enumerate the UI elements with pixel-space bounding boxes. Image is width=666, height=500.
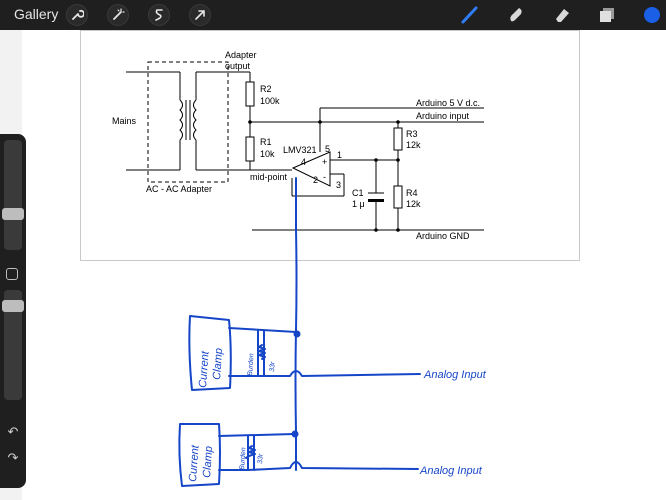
junction-dot <box>318 120 322 124</box>
adapter-output-label-2: output <box>225 61 251 71</box>
minus-label: - <box>323 172 326 182</box>
schematic-wiring <box>126 61 484 231</box>
opacity-thumb[interactable] <box>2 300 24 312</box>
opacity-slider[interactable] <box>2 290 24 400</box>
c1-name: C1 <box>352 188 364 198</box>
junction-dot <box>396 120 400 124</box>
ink-labels: Current Clamp Burden 33r Analog Input Cu… <box>187 348 487 483</box>
junction-dot <box>374 228 378 232</box>
adapter-label: AC - AC Adapter <box>146 184 212 194</box>
r3-value: 12k <box>406 140 421 150</box>
capacitor-plate <box>368 199 384 202</box>
pin5-label: 5 <box>325 144 330 154</box>
brush-size-thumb[interactable] <box>2 208 24 220</box>
adapter-output-label: Adapter <box>225 50 257 60</box>
smudge-icon[interactable] <box>504 4 528 26</box>
pin1-label: 1 <box>337 150 342 160</box>
pin3-label: 3 <box>336 180 341 190</box>
r3-name: R3 <box>406 129 418 139</box>
eraser-icon[interactable] <box>550 4 574 26</box>
arduino-5v-label: Arduino 5 V d.c. <box>416 98 480 108</box>
r4-name: R4 <box>406 188 418 198</box>
mains-label: Mains <box>112 116 137 126</box>
brush-icon[interactable] <box>458 4 482 26</box>
analog-input-2: Analog Input <box>419 465 483 477</box>
schematic-image <box>80 30 580 261</box>
burden1-label: Burden <box>247 353 256 376</box>
r4-value: 12k <box>406 199 421 209</box>
brush-size-slider[interactable] <box>2 140 24 250</box>
burden2-value: 33r <box>257 453 265 464</box>
junction-dot <box>396 158 400 162</box>
left-sidebar: ↶ ↷ <box>0 134 26 488</box>
ink-strokes <box>178 177 421 487</box>
undo-icon[interactable]: ↶ <box>7 424 19 439</box>
pin4-label: 4 <box>301 157 306 167</box>
selection-icon[interactable] <box>148 4 170 26</box>
ink-junction-dot <box>291 430 299 438</box>
pin2-label: 2 <box>313 175 318 185</box>
junction-dot <box>248 120 252 124</box>
r1-value: 10k <box>260 149 275 159</box>
r2-name: R2 <box>260 84 272 94</box>
clamp2-label-2: Clamp <box>201 446 215 479</box>
r1-name: R1 <box>260 137 272 147</box>
plus-label: + <box>322 157 327 167</box>
wrench-icon[interactable] <box>66 4 88 26</box>
r2-value: 100k <box>260 96 280 106</box>
ink-junction-dot <box>293 330 301 338</box>
arduino-input-label: Arduino input <box>416 111 470 121</box>
magic-wand-icon[interactable] <box>107 4 129 26</box>
c1-value: 1 μ <box>352 199 365 209</box>
analog-input-1: Analog Input <box>423 369 487 381</box>
clamp1-label-2: Clamp <box>211 348 225 381</box>
arduino-gnd-label: Arduino GND <box>416 231 470 241</box>
top-toolbar: Gallery <box>0 0 666 30</box>
layers-icon[interactable] <box>595 4 619 26</box>
opamp-label: LMV321 <box>283 145 317 155</box>
burden2-label: Burden <box>239 447 248 470</box>
modify-button[interactable] <box>6 268 18 280</box>
burden1-value: 33r <box>269 361 277 372</box>
transform-arrow-icon[interactable] <box>189 4 211 26</box>
junction-dot <box>396 228 400 232</box>
clamp2-label: Current <box>187 444 202 482</box>
gallery-button[interactable]: Gallery <box>14 6 59 22</box>
midpoint-label: mid-point <box>250 172 288 182</box>
junction-dot <box>374 158 378 162</box>
color-picker-swatch[interactable] <box>642 5 662 25</box>
redo-icon[interactable]: ↷ <box>7 450 19 465</box>
schematic-labels: Mains Adapter output AC - AC Adapter R2 … <box>112 50 480 241</box>
clamp1-label: Current <box>197 350 212 388</box>
